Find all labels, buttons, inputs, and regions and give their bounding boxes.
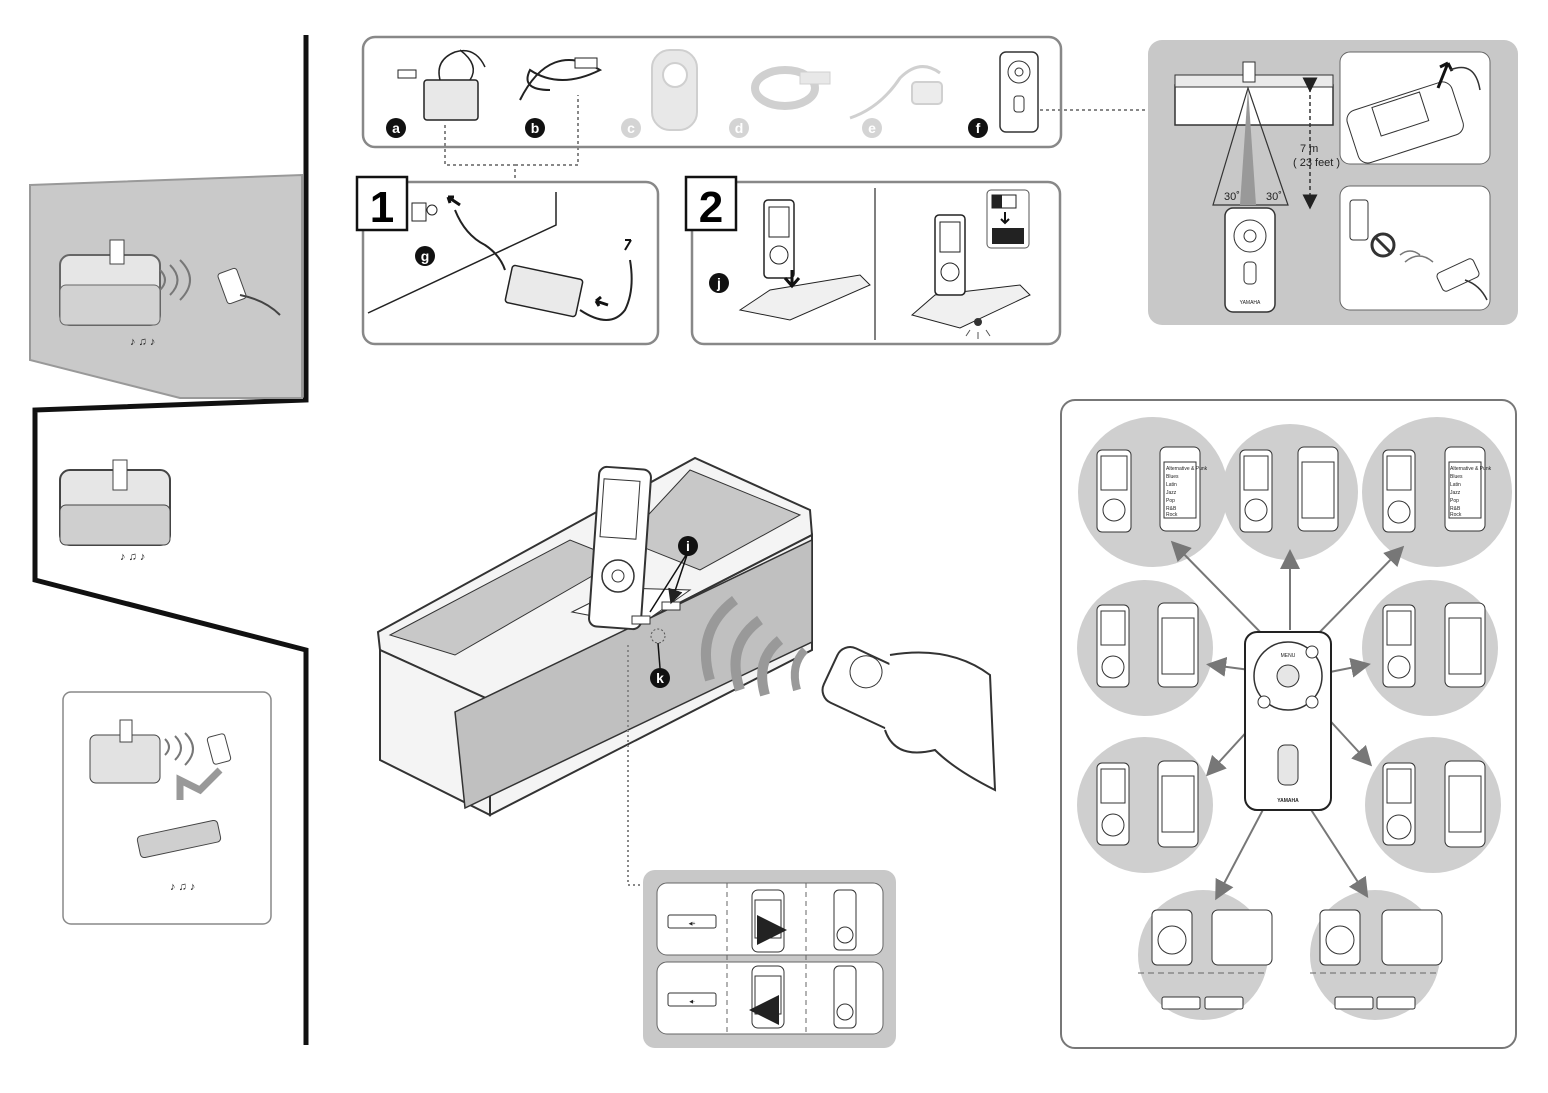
- range-distance-feet: ( 23 feet ): [1293, 157, 1340, 169]
- power-cord-icon: [849, 65, 943, 120]
- prohibited-icon: [1370, 232, 1396, 258]
- svg-text:◀-: ◀-: [689, 999, 695, 1005]
- menu-list-item: R&B: [1166, 506, 1177, 512]
- step-number-1: 1: [370, 183, 394, 232]
- ac-adapter-icon: [397, 49, 486, 121]
- device-top-left: Alternative & Punk Blues Latin Jazz Pop …: [1096, 446, 1208, 533]
- menu-list-item: Jazz: [1450, 490, 1461, 496]
- badge-f: f: [968, 118, 988, 138]
- menu-list-item: Alternative & Punk: [1450, 466, 1492, 472]
- badge-i: i: [678, 536, 698, 556]
- device-low-right: [1382, 760, 1486, 848]
- music-note-icon: ♪ ♫ ♪: [130, 336, 155, 348]
- cable-strap-icon: [751, 66, 831, 110]
- device-bottom-right: [1310, 909, 1443, 1010]
- svg-text:i: i: [686, 538, 690, 554]
- music-note-icon: ♪ ♫ ♪: [170, 881, 195, 893]
- device-top-center: [1239, 446, 1339, 533]
- range-distance: 7 m: [1300, 143, 1318, 155]
- accessories-panel: a b c d e f: [361, 35, 1148, 180]
- menu-list-item: Alternative & Punk: [1166, 466, 1208, 472]
- range-angle-left: 30˚: [1224, 191, 1240, 203]
- music-note-icon: ♪ ♫ ♪: [120, 551, 145, 563]
- remote-control-icon: [999, 51, 1039, 133]
- device-mid-right: [1382, 602, 1486, 688]
- svg-text:b: b: [531, 120, 540, 136]
- main-speaker-illustration: i k: [376, 456, 997, 817]
- badge-e: e: [862, 118, 882, 138]
- usb-cable-icon: [519, 57, 603, 101]
- left-column-scenes: ♪ ♫ ♪ ♪ ♫ ♪ ♪ ♫ ♪: [29, 35, 309, 1045]
- menu-label: MENU: [1281, 653, 1296, 659]
- menu-list-item: R&B: [1450, 506, 1461, 512]
- badge-c: c: [621, 118, 641, 138]
- svg-text:j: j: [716, 275, 721, 291]
- remote-brand: YAMAHA: [1277, 798, 1299, 804]
- badge-a: a: [386, 118, 406, 138]
- step-2-panel: 2 j: [684, 175, 1062, 346]
- badge-g: g: [415, 246, 435, 266]
- menu-list-item: Rock: [1450, 512, 1462, 518]
- remote-functions-panel: MENU YAMAHA Alternative & Punk Blues Lat…: [1060, 399, 1517, 1049]
- svg-text:c: c: [627, 120, 635, 136]
- remote-brand-small: YAMAHA: [1240, 300, 1261, 306]
- svg-text:d: d: [735, 120, 744, 136]
- menu-list-item: Pop: [1450, 498, 1459, 504]
- volume-down-button: ◀-: [667, 992, 717, 1007]
- badge-d: d: [729, 118, 749, 138]
- step-number-2: 2: [699, 183, 723, 232]
- step-1-panel: 1 g: [355, 175, 660, 346]
- menu-list-item: Blues: [1450, 474, 1463, 480]
- menu-list-item: Latin: [1450, 482, 1461, 488]
- svg-text:a: a: [392, 120, 400, 136]
- device-top-right: Alternative & Punk Blues Latin Jazz Pop …: [1382, 446, 1492, 533]
- menu-list-item: Blues: [1166, 474, 1179, 480]
- badge-k: k: [650, 668, 670, 688]
- menu-list-item: Rock: [1166, 512, 1178, 518]
- dock-adapter-icon: [651, 49, 698, 131]
- badge-j: j: [709, 273, 729, 293]
- range-angle-right: 30˚: [1266, 191, 1282, 203]
- scene-playing-panel: ♪ ♫ ♪: [29, 173, 303, 399]
- menu-list-item: Pop: [1166, 498, 1175, 504]
- volume-up-button: ◀+: [667, 914, 717, 929]
- svg-text:e: e: [868, 120, 876, 136]
- device-bottom-left: [1138, 909, 1273, 1010]
- remote-range-panel: 7 m ( 23 feet ) 30˚ 30˚ YAMAHA: [1148, 40, 1518, 325]
- svg-text:g: g: [421, 248, 430, 264]
- svg-text:f: f: [976, 120, 981, 136]
- device-mid-left: [1096, 602, 1199, 688]
- menu-list-item: Jazz: [1166, 490, 1177, 496]
- menu-list-item: Latin: [1166, 482, 1177, 488]
- scene-docked: ♪ ♫ ♪: [59, 459, 171, 563]
- scene-transfer-box: ♪ ♫ ♪: [62, 691, 272, 925]
- svg-text:k: k: [656, 670, 664, 686]
- volume-panel: ◀+ ◀-: [643, 870, 896, 1048]
- badge-b: b: [525, 118, 545, 138]
- remote-control-large: MENU YAMAHA: [1244, 631, 1332, 811]
- svg-text:◀+: ◀+: [689, 921, 696, 927]
- device-low-left: [1096, 760, 1199, 848]
